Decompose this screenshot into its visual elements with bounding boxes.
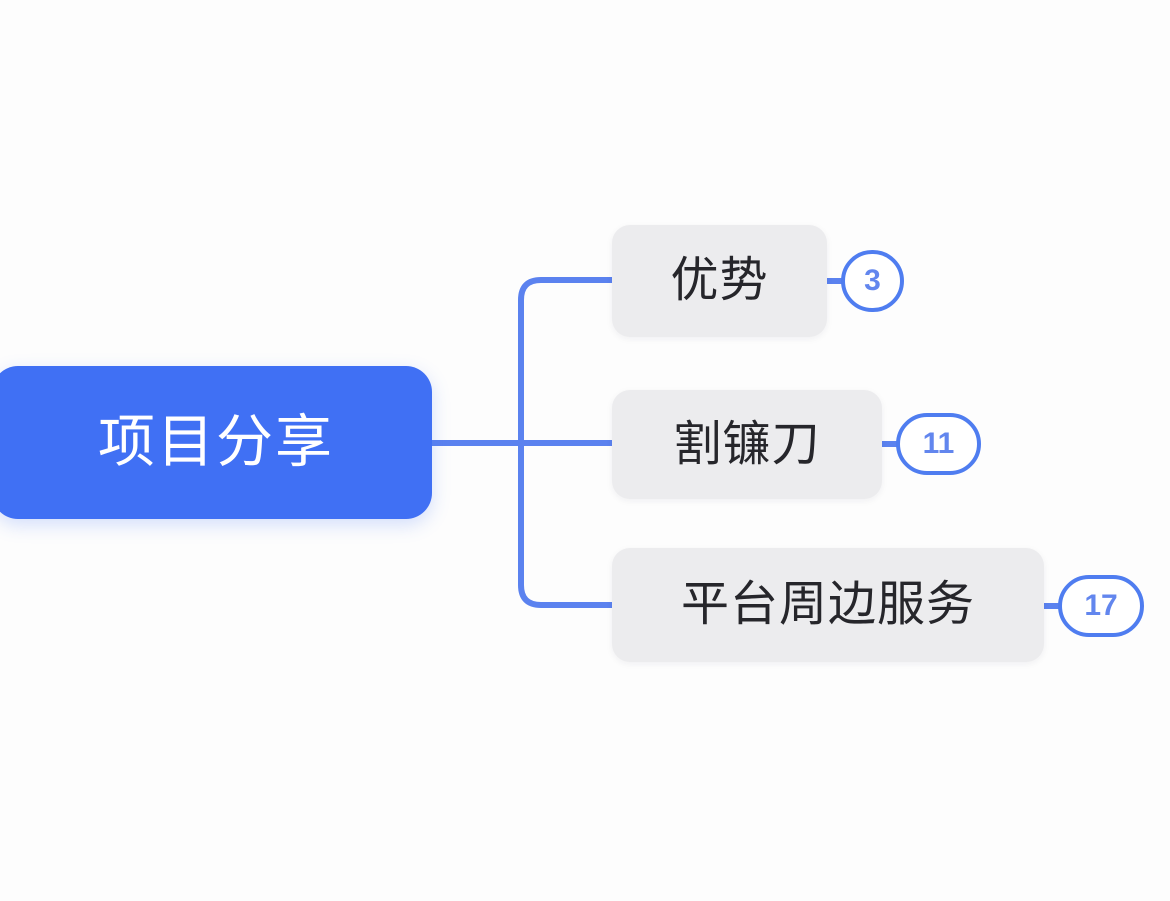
branch-node-2[interactable]: 割镰刀 bbox=[612, 390, 882, 499]
branch-node-label: 平台周边服务 bbox=[680, 578, 975, 631]
root-node[interactable]: 项目分享 bbox=[0, 366, 432, 519]
branch-count-badge-label: 11 bbox=[922, 427, 955, 460]
branch-node-label: 割镰刀 bbox=[673, 417, 821, 471]
branch-node-3[interactable]: 平台周边服务 bbox=[612, 548, 1044, 662]
branch-count-badge-2[interactable]: 11 bbox=[896, 413, 981, 475]
branch-count-badge-1[interactable]: 3 bbox=[841, 250, 904, 312]
branch-count-badge-label: 3 bbox=[864, 264, 881, 297]
branch-node-1[interactable]: 优势 bbox=[612, 225, 827, 337]
root-node-label: 项目分享 bbox=[98, 410, 334, 474]
branch-count-badge-label: 17 bbox=[1084, 589, 1118, 622]
branch-node-label: 优势 bbox=[670, 254, 769, 307]
branch-count-badge-3[interactable]: 17 bbox=[1058, 575, 1144, 637]
